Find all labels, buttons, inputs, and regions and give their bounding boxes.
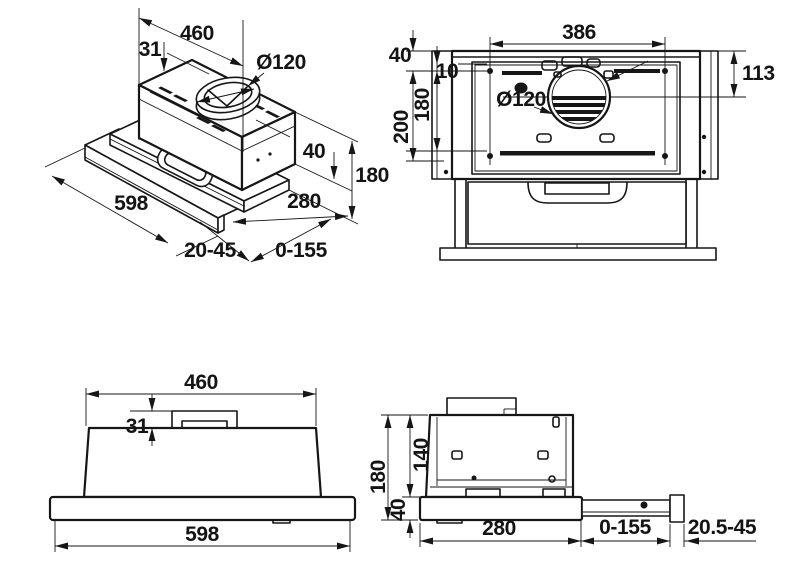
rear-mount-slots <box>487 37 746 165</box>
side-duct-collar <box>446 397 517 416</box>
dim-label-rear-duct-diameter: Ø120 <box>496 88 546 111</box>
dim-label-iso-pullout: 0-155 <box>275 239 327 262</box>
side-telescopic-rail <box>581 499 671 517</box>
side-dimension-lines <box>381 414 756 547</box>
dim-label-iso-duct-diameter: Ø120 <box>256 51 306 74</box>
rear-cable-hole <box>514 82 528 94</box>
front-visor <box>48 495 357 522</box>
iso-dimension-lines <box>44 8 359 263</box>
rear-base-plate <box>439 247 717 261</box>
dim-label-front-width: 598 <box>185 523 220 546</box>
side-view: 180 140 40 280 0-155 20.5-45 <box>367 397 757 547</box>
iso-dimension-labels: 460 31 Ø120 598 20-45 0-155 280 40 180 <box>114 22 389 262</box>
dim-label-iso-front-width: 598 <box>114 192 149 215</box>
dim-label-rear-top-offset: 40 <box>389 44 412 67</box>
dim-label-side-pullout: 0-155 <box>599 516 651 539</box>
front-dimension-labels: 460 31 598 <box>126 371 220 546</box>
side-rail-endcap <box>669 494 685 523</box>
dim-label-iso-total-height: 180 <box>355 164 389 187</box>
dim-label-rear-side-offset: 10 <box>436 60 459 83</box>
dim-label-side-depth: 280 <box>482 517 516 540</box>
dim-label-iso-front-lip: 20-45 <box>184 239 236 262</box>
dim-label-rear-height: 200 <box>390 110 413 144</box>
rear-drawer <box>439 178 717 261</box>
side-visor-rail <box>418 494 685 524</box>
side-body <box>424 397 575 499</box>
dim-label-rear-mount-width: 386 <box>562 21 596 44</box>
rear-handle <box>527 181 628 204</box>
front-dimension-lines <box>54 388 351 552</box>
dim-label-iso-visor-height: 40 <box>303 140 326 163</box>
dim-label-front-top-plate: 31 <box>126 415 149 438</box>
dim-label-side-visor-height: 40 <box>387 499 410 522</box>
dim-label-side-total-height: 180 <box>367 460 390 494</box>
isometric-view: 460 31 Ø120 598 20-45 0-155 280 40 180 <box>44 8 389 263</box>
dim-label-side-body-height: 140 <box>410 438 433 472</box>
front-body <box>48 410 357 524</box>
rear-view: 386 40 10 Ø120 180 200 113 <box>389 21 775 261</box>
side-dimension-labels: 180 140 40 280 0-155 20.5-45 <box>367 438 757 540</box>
dim-label-rear-mount-height: 180 <box>411 88 434 122</box>
dim-label-iso-depth: 280 <box>287 190 321 213</box>
front-view: 460 31 598 <box>48 371 357 552</box>
dim-label-rear-duct-offset: 113 <box>742 62 775 85</box>
rear-dimension-labels: 386 40 10 Ø120 180 200 113 <box>389 21 775 144</box>
dim-label-iso-top-plate: 31 <box>139 38 162 61</box>
dim-label-side-front-lip: 20.5-45 <box>688 516 757 539</box>
rear-dimension-lines <box>406 30 746 162</box>
dim-label-front-top-width: 460 <box>184 371 218 394</box>
dim-label-iso-top-width: 460 <box>180 22 214 45</box>
